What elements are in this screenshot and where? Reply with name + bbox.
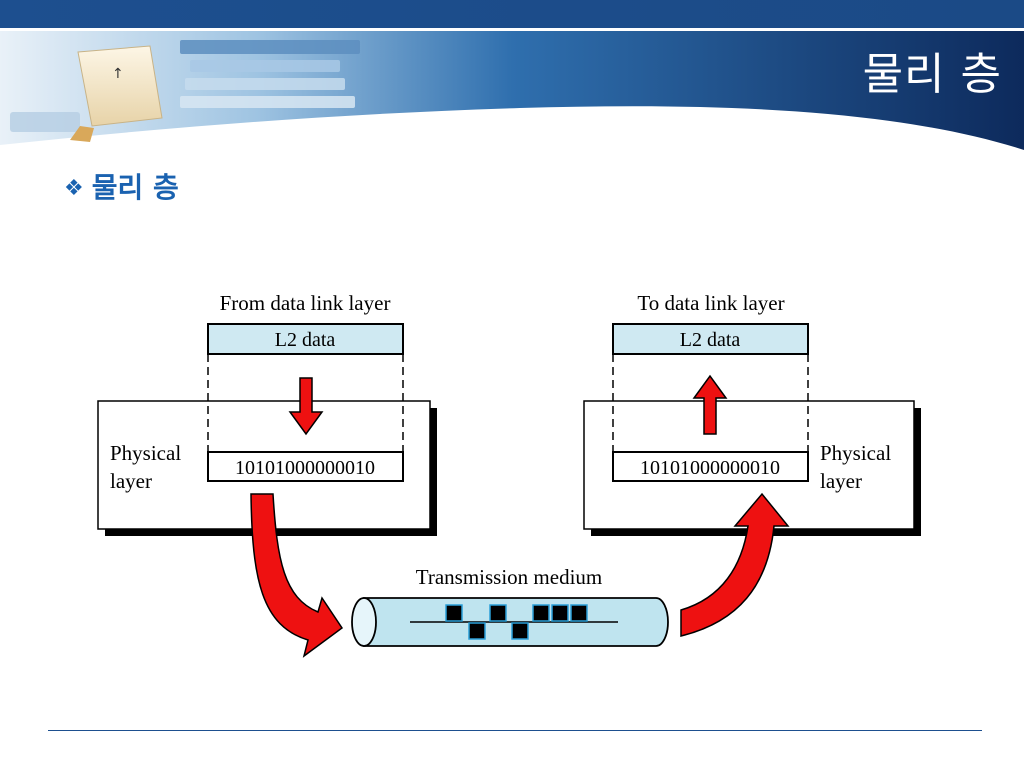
receiver-bits: 10101000000010 [640,457,780,479]
header-banner: ↑ [0,0,1024,150]
sender-l2-box [207,323,404,355]
digital-signal-icon [445,604,588,640]
receiver-layer-label-1: Physical [820,441,891,465]
curved-arrow-down-icon [250,493,344,658]
curved-arrow-up-icon [680,492,790,637]
diamond-bullet-icon: ❖ [64,176,84,201]
down-arrow-icon [288,377,324,436]
transmission-medium: Transmission medium [351,565,669,647]
medium-caption: Transmission medium [416,565,603,589]
receiver-l2-label: L2 data [680,329,741,351]
bullet-text: 물리 층 [91,171,179,204]
receiver-caption: To data link layer [637,291,784,315]
receiver-l2-box [612,323,809,355]
sender-layer-label-2: layer [110,469,152,493]
svg-text:↑: ↑ [112,66,124,82]
sender-layer-label-1: Physical [110,441,181,465]
sender-bits: 10101000000010 [235,457,375,479]
sender-caption: From data link layer [220,291,391,315]
shift-key-icon: ↑ [70,45,163,142]
bullet-heading: ❖ 물리 층 [64,166,179,206]
up-arrow-icon [692,374,728,435]
slide-title: 물리 층 [862,49,1002,100]
footer-divider [48,730,982,731]
sender-bits-box [207,451,404,482]
keyboard-decoration [10,40,360,132]
receiver-bits-box [612,451,809,482]
receiver-layer-label-2: layer [820,469,862,493]
sender-l2-label: L2 data [275,329,336,351]
receiver-side: To data link layer L2 data 1010100000001… [583,291,921,536]
